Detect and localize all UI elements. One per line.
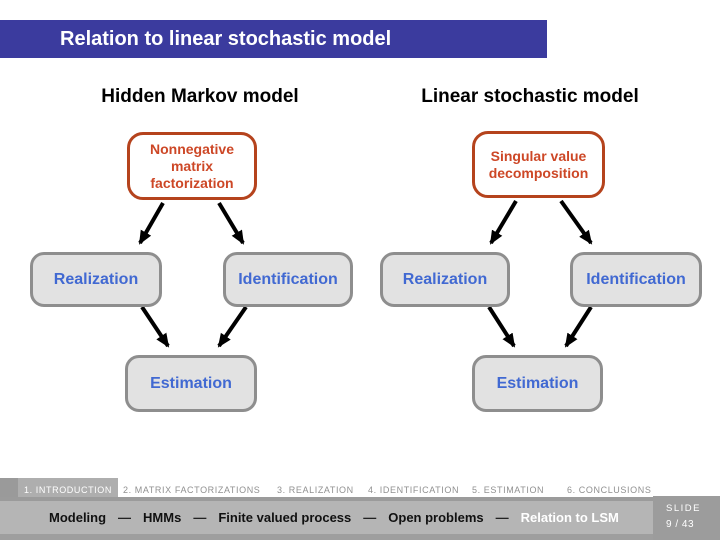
footer-separator: — — [495, 510, 509, 525]
box-estimation-left: Estimation — [125, 355, 257, 412]
footer-section-hmms[interactable]: HMMs — [143, 510, 182, 525]
right-diagram-header: Linear stochastic model — [421, 86, 639, 107]
box-line: decomposition — [488, 164, 589, 181]
footer-bottom-strip — [0, 534, 653, 540]
box-nonnegative-matrix-factorization: Nonnegative matrix factorization — [127, 132, 257, 200]
box-estimation-right: Estimation — [472, 355, 603, 412]
box-realization-left: Realization — [30, 252, 162, 307]
nav-item-estimation[interactable]: 5. ESTIMATION — [472, 485, 545, 495]
footer-section-finite-valued-process[interactable]: Finite valued process — [218, 510, 352, 525]
nav-item-realization[interactable]: 3. REALIZATION — [277, 485, 354, 495]
slide-label: SLIDE — [666, 503, 701, 514]
slide-number: 9 / 43 — [666, 519, 695, 530]
footer-section-relation-to-lsm[interactable]: Relation to LSM — [520, 510, 619, 525]
footer-subsection-bar: Modeling — HMMs — Finite valued process — Open… — [0, 501, 653, 534]
nav-item-identification[interactable]: 4. IDENTIFICATION — [368, 485, 460, 495]
footer-section-open-problems[interactable]: Open problems — [388, 510, 484, 525]
left-diagram-header: Hidden Markov model — [101, 86, 299, 107]
box-line: matrix — [170, 157, 214, 174]
footer-separator: — — [118, 510, 132, 525]
box-line: Nonnegative — [149, 140, 234, 157]
nav-item-matrix-factorizations[interactable]: 2. MATRIX FACTORIZATIONS — [123, 485, 261, 495]
box-realization-right: Realization — [380, 252, 510, 307]
footer-separator: — — [363, 510, 377, 525]
slide-number-badge: SLIDE 9 / 43 — [653, 496, 720, 540]
slide-title-bar: Relation to linear stochastic model — [0, 20, 547, 58]
box-line: factorization — [150, 174, 234, 191]
nav-left-stub — [0, 478, 18, 502]
footer-section-modeling[interactable]: Modeling — [49, 510, 107, 525]
slide-title: Relation to linear stochastic model — [60, 28, 392, 50]
box-identification-left: Identification — [223, 252, 353, 307]
footer-separator: — — [193, 510, 207, 525]
box-singular-value-decomposition: Singular value decomposition — [472, 131, 605, 198]
footer-top-strip — [0, 497, 653, 501]
nav-item-conclusions[interactable]: 6. CONCLUSIONS — [567, 485, 652, 495]
box-identification-right: Identification — [570, 252, 702, 307]
box-line: Singular value — [490, 147, 587, 164]
